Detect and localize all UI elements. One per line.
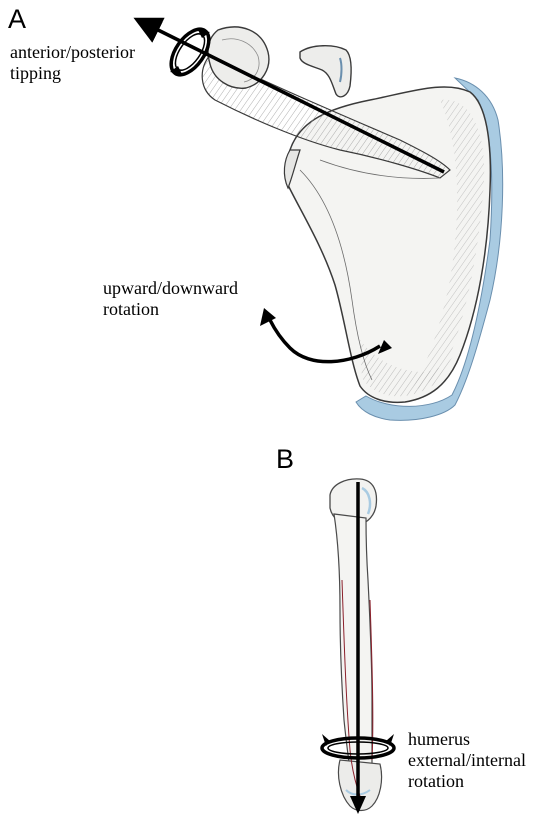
rotation-label: upward/downward rotation (103, 278, 238, 320)
coracoid-process (300, 46, 351, 97)
tipping-label-line-2: tipping (10, 63, 135, 84)
humerus-label-line-3: rotation (408, 771, 526, 792)
humerus-label-line-1: humerus (408, 729, 526, 750)
humerus-label-line-2: external/internal (408, 750, 526, 771)
tipping-label: anterior/posterior tipping (10, 42, 135, 84)
scapula (202, 27, 502, 420)
panel-a-letter: A (8, 6, 26, 33)
humerus-rotation-label: humerus external/internal rotation (408, 729, 526, 792)
tipping-label-line-1: anterior/posterior (10, 42, 135, 63)
panel-b-letter: B (276, 446, 294, 473)
rotation-label-line-1: upward/downward (103, 278, 238, 299)
rotation-label-line-2: rotation (103, 299, 238, 320)
humerus-shaft (334, 514, 372, 770)
humerus (330, 479, 382, 811)
